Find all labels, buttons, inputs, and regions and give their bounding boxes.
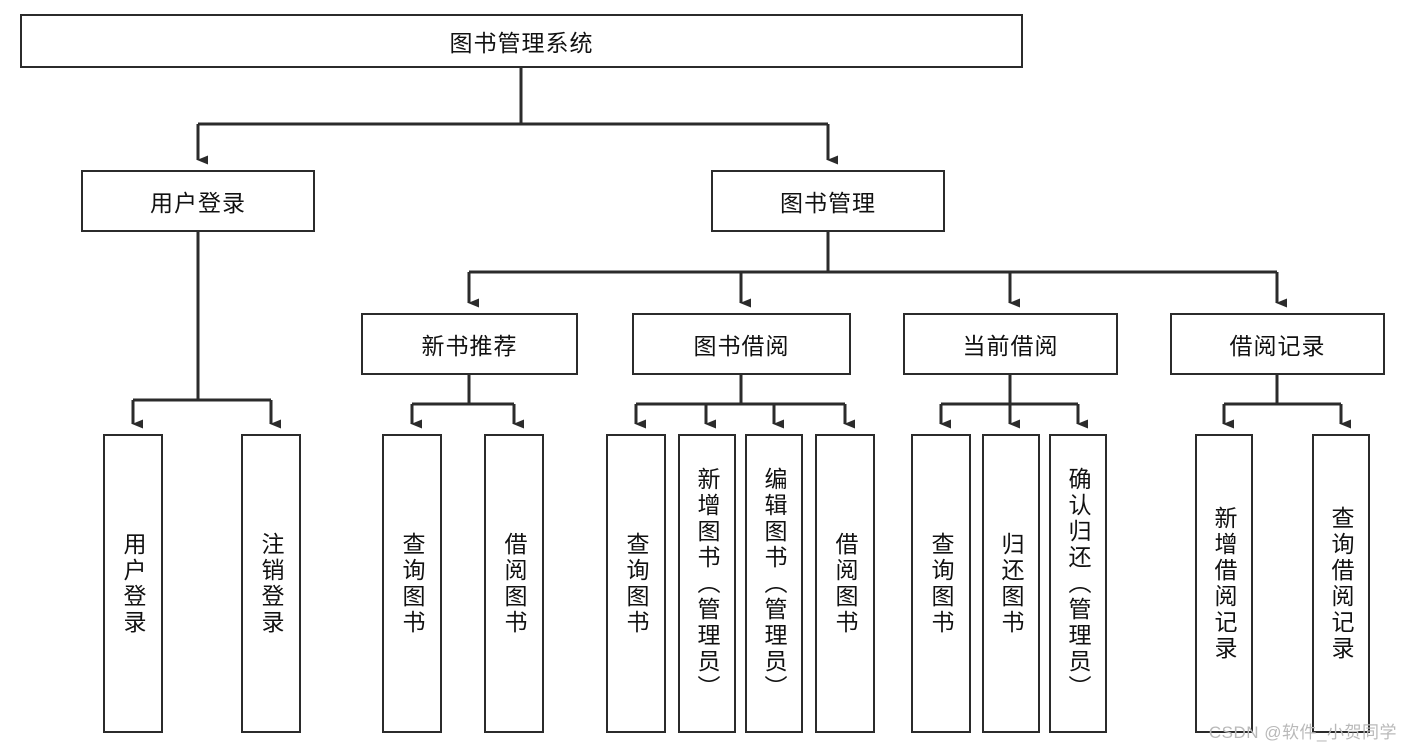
- node-label: 图书借阅: [693, 333, 790, 359]
- node-book-management[interactable]: 图书管理: [711, 170, 945, 232]
- node-label: 借阅记录: [1229, 333, 1326, 359]
- leaf-label: 归还图书: [998, 531, 1025, 636]
- leaf-label: 查询图书: [399, 531, 426, 636]
- leaf-query-borrow-record[interactable]: 查询借阅记录: [1312, 434, 1370, 733]
- leaf-edit-book-admin[interactable]: 编辑图书（管理员）: [745, 434, 803, 733]
- leaf-label: 新增图书（管理员）: [694, 466, 721, 701]
- leaf-borrow-book-recommend[interactable]: 借阅图书: [484, 434, 544, 733]
- node-label: 用户登录: [150, 190, 246, 216]
- leaf-label: 查询图书: [623, 531, 650, 636]
- leaf-label: 借阅图书: [501, 531, 528, 636]
- leaf-label: 新增借阅记录: [1211, 505, 1238, 662]
- leaf-user-login[interactable]: 用户登录: [103, 434, 163, 733]
- watermark: CSDN @软件_小贺同学: [1208, 723, 1397, 742]
- leaf-label: 编辑图书（管理员）: [761, 466, 788, 701]
- leaf-return-book[interactable]: 归还图书: [982, 434, 1040, 733]
- leaf-logout[interactable]: 注销登录: [241, 434, 301, 733]
- leaf-label: 用户登录: [120, 531, 147, 636]
- node-label: 图书管理: [780, 190, 876, 216]
- leaf-label: 注销登录: [258, 531, 285, 636]
- leaf-label: 借阅图书: [832, 531, 859, 636]
- leaf-query-book-current[interactable]: 查询图书: [911, 434, 971, 733]
- node-book-borrow[interactable]: 图书借阅: [632, 313, 851, 375]
- leaf-label: 确认归还（管理员）: [1065, 466, 1092, 701]
- leaf-label: 查询借阅记录: [1328, 505, 1355, 662]
- leaf-query-book-borrow[interactable]: 查询图书: [606, 434, 666, 733]
- node-borrow-record[interactable]: 借阅记录: [1170, 313, 1385, 375]
- leaf-query-book-recommend[interactable]: 查询图书: [382, 434, 442, 733]
- leaf-add-borrow-record[interactable]: 新增借阅记录: [1195, 434, 1253, 733]
- leaf-label: 查询图书: [928, 531, 955, 636]
- leaf-add-book-admin[interactable]: 新增图书（管理员）: [678, 434, 736, 733]
- node-label: 新书推荐: [421, 333, 518, 359]
- node-user-login[interactable]: 用户登录: [81, 170, 315, 232]
- leaf-confirm-return-admin[interactable]: 确认归还（管理员）: [1049, 434, 1107, 733]
- node-label: 当前借阅: [962, 333, 1059, 359]
- leaf-borrow-book[interactable]: 借阅图书: [815, 434, 875, 733]
- node-new-book-recommend[interactable]: 新书推荐: [361, 313, 578, 375]
- node-root-system[interactable]: 图书管理系统: [20, 14, 1023, 68]
- node-current-borrow[interactable]: 当前借阅: [903, 313, 1118, 375]
- node-label: 图书管理系统: [449, 30, 594, 56]
